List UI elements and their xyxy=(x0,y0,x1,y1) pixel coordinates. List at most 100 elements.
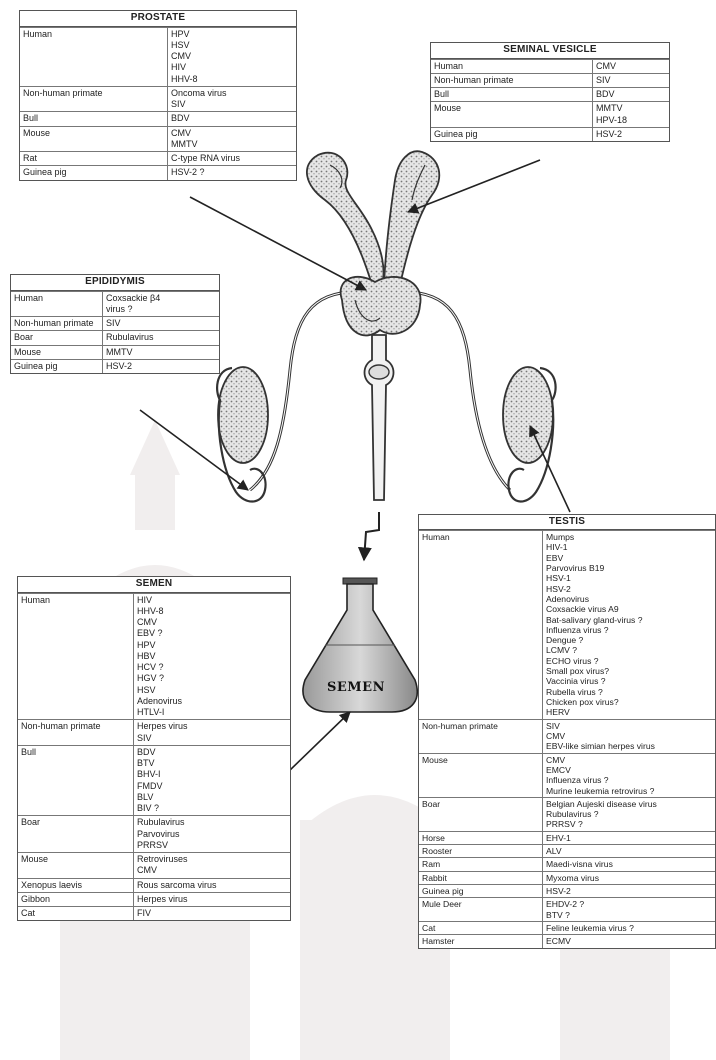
virus-item: HSV-2 ? xyxy=(171,167,293,178)
virus-item: EHV-1 xyxy=(546,833,712,843)
table-title: PROSTATE xyxy=(20,11,296,27)
virus-cell: MumpsHIV-1EBVParvovirus B19HSV-1HSV-2Ade… xyxy=(543,531,715,719)
virus-cell: BDV xyxy=(168,112,296,125)
species-cell: Guinea pig xyxy=(20,166,168,179)
virus-item: SIV xyxy=(596,75,666,86)
species-cell: Mouse xyxy=(11,346,103,359)
virus-item: HSV xyxy=(137,685,287,696)
virus-item: PRRSV xyxy=(137,840,287,851)
species-cell: Non-human primate xyxy=(419,720,543,753)
virus-item: SIV xyxy=(137,733,287,744)
virus-cell: Rubulavirus xyxy=(103,331,219,344)
table-row: MouseRetrovirusesCMV xyxy=(18,852,290,878)
virus-item: CMV xyxy=(546,731,712,741)
virus-item: BDV xyxy=(137,747,287,758)
virus-item: BTV ? xyxy=(546,910,712,920)
virus-cell: ALV xyxy=(543,845,715,857)
table-title: SEMEN xyxy=(18,577,290,593)
virus-cell: BDVBTVBHV-IFMDVBLVBIV ? xyxy=(134,746,290,816)
virus-cell: SIV xyxy=(593,74,669,87)
table-row: HumanHPVHSVCMVHIVHHV-8 xyxy=(20,27,296,86)
virus-item: BLV xyxy=(137,792,287,803)
virus-item: Murine leukemia retrovirus ? xyxy=(546,786,712,796)
species-cell: Guinea pig xyxy=(431,128,593,141)
virus-item: Feline leukemia virus ? xyxy=(546,923,712,933)
virus-item: HBV xyxy=(137,651,287,662)
species-cell: Mouse xyxy=(20,127,168,152)
species-cell: Boar xyxy=(18,816,134,852)
virus-item: MMTV xyxy=(106,347,216,358)
table-title: TESTIS xyxy=(419,515,715,530)
table-row: HamsterECMV xyxy=(419,934,715,947)
virus-cell: Herpes virus xyxy=(134,893,290,906)
virus-item: CMV xyxy=(137,617,287,628)
virus-item: SIV xyxy=(546,721,712,731)
virus-cell: HSV-2 ? xyxy=(168,166,296,179)
virus-item: PRRSV ? xyxy=(546,819,712,829)
species-cell: Non-human primate xyxy=(18,720,134,745)
virus-item: HSV-1 xyxy=(546,573,712,583)
virus-item: Bat-salivary gland-virus ? xyxy=(546,615,712,625)
virus-item: Oncoma virus xyxy=(171,88,293,99)
virus-item: BTV xyxy=(137,758,287,769)
species-cell: Human xyxy=(11,292,103,317)
virus-cell: Oncoma virusSIV xyxy=(168,87,296,112)
virus-item: Influenza virus ? xyxy=(546,775,712,785)
virus-item: Mumps xyxy=(546,532,712,542)
virus-item: ALV xyxy=(546,846,712,856)
virus-item: MMTV xyxy=(171,139,293,150)
virus-item: BDV xyxy=(596,89,666,100)
virus-item: Herpes virus xyxy=(137,894,287,905)
species-cell: Guinea pig xyxy=(419,885,543,897)
virus-item: HSV-2 xyxy=(546,886,712,896)
virus-cell: HSV-2 xyxy=(593,128,669,141)
species-cell: Bull xyxy=(431,88,593,101)
table-row: RatC-type RNA virus xyxy=(20,151,296,165)
table-row: BullBDV xyxy=(431,87,669,101)
virus-item: Belgian Aujeski disease virus xyxy=(546,799,712,809)
table-row: HumanCoxsackie β4virus ? xyxy=(11,291,219,317)
virus-item: virus ? xyxy=(106,304,216,315)
virus-cell: CMVEMCVInfluenza virus ?Murine leukemia … xyxy=(543,754,715,797)
table-row: HumanHIVHHV-8CMVEBV ?HPVHBVHCV ?HGV ?HSV… xyxy=(18,593,290,720)
virus-item: HSV xyxy=(171,40,293,51)
virus-cell: SIVCMVEBV-like simian herpes virus xyxy=(543,720,715,753)
virus-item: HERV xyxy=(546,707,712,717)
vas-deferens-left xyxy=(250,292,360,490)
virus-item: Myxoma virus xyxy=(546,873,712,883)
species-cell: Rooster xyxy=(419,845,543,857)
species-cell: Human xyxy=(419,531,543,719)
species-cell: Gibbon xyxy=(18,893,134,906)
virus-item: HCV ? xyxy=(137,662,287,673)
prostate-table: PROSTATE HumanHPVHSVCMVHIVHHV-8Non-human… xyxy=(19,10,297,181)
virus-item: HTLV-I xyxy=(137,707,287,718)
table-row: GibbonHerpes virus xyxy=(18,892,290,906)
species-cell: Xenopus laevis xyxy=(18,879,134,892)
virus-item: HSV-2 xyxy=(106,361,216,372)
virus-item: HIV-1 xyxy=(546,542,712,552)
prostate-gland xyxy=(341,277,421,336)
virus-item: Parvovirus B19 xyxy=(546,563,712,573)
table-row: RamMaedi-visna virus xyxy=(419,857,715,870)
virus-cell: HSV-2 xyxy=(543,885,715,897)
virus-item: HSV-2 xyxy=(546,584,712,594)
species-cell: Boar xyxy=(11,331,103,344)
virus-item: HHV-8 xyxy=(137,606,287,617)
virus-item: Adenovirus xyxy=(546,594,712,604)
table-row: Non-human primateSIVCMVEBV-like simian h… xyxy=(419,719,715,753)
species-cell: Rabbit xyxy=(419,872,543,884)
species-cell: Mouse xyxy=(18,853,134,878)
